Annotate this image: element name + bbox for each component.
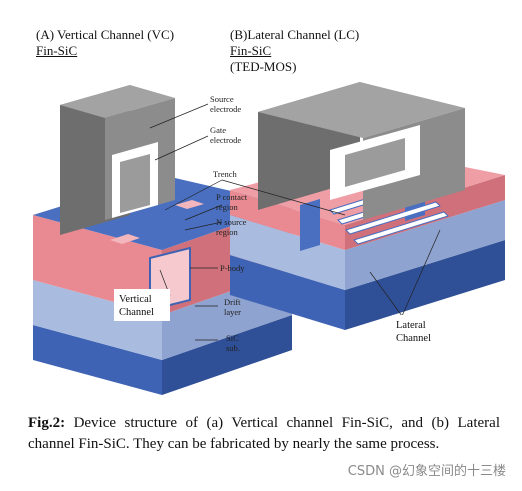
lateral-channel-label-bg bbox=[392, 315, 446, 347]
panel-a-electrode-top bbox=[60, 85, 175, 118]
panel-b-drift-front bbox=[230, 215, 345, 290]
panel-a-pcontact-1 bbox=[110, 234, 140, 244]
panel-b-title-line3: (TED-MOS) bbox=[230, 59, 297, 74]
panel-b-fin-4 bbox=[353, 211, 449, 245]
panel-b-nsource-1 bbox=[300, 199, 320, 251]
panel-b-title-line2: Fin-SiC bbox=[230, 43, 272, 58]
label-trench: Trench bbox=[213, 169, 238, 179]
panel-b-electrode-top bbox=[258, 82, 465, 138]
panel-a-pcontact-2 bbox=[175, 200, 204, 209]
panel-b-substrate-side bbox=[345, 240, 505, 330]
panel-b-gate bbox=[345, 138, 405, 187]
panel-a-gate bbox=[120, 154, 150, 213]
caption-fig-label: Fig.2: bbox=[28, 415, 66, 431]
caption-text: Device structure of (a) Vertical channel… bbox=[28, 415, 500, 452]
panel-a-substrate-front bbox=[33, 325, 162, 395]
figure-caption: Fig.2: Device structure of (a) Vertical … bbox=[28, 413, 500, 455]
panel-a-title-line1: (A) Vertical Channel (VC) bbox=[36, 27, 175, 42]
vertical-channel-label-bg bbox=[114, 289, 170, 321]
csdn-watermark: CSDN @幻象空间的十三楼 bbox=[347, 464, 506, 479]
panel-a-drift-front bbox=[33, 280, 162, 360]
panel-a-nsource-top bbox=[33, 175, 292, 250]
panel-a-substrate-side bbox=[162, 315, 292, 395]
panel-b-device bbox=[230, 82, 505, 330]
panel-b-title-line1: (B)Lateral Channel (LC) bbox=[230, 27, 360, 42]
panel-b-drift-side bbox=[345, 200, 505, 290]
leader-lines bbox=[149, 103, 441, 341]
panel-a-title: (A) Vertical Channel (VC) Fin-SiC bbox=[36, 27, 174, 59]
panel-b-title: (B)Lateral Channel (LC) Fin-SiC (TED-MOS… bbox=[230, 27, 359, 75]
panel-b-fin-3 bbox=[345, 201, 441, 235]
panel-b-substrate-front bbox=[230, 255, 345, 330]
panel-a-title-line2: Fin-SiC bbox=[36, 43, 78, 58]
label-p-body: P-body bbox=[220, 263, 245, 273]
